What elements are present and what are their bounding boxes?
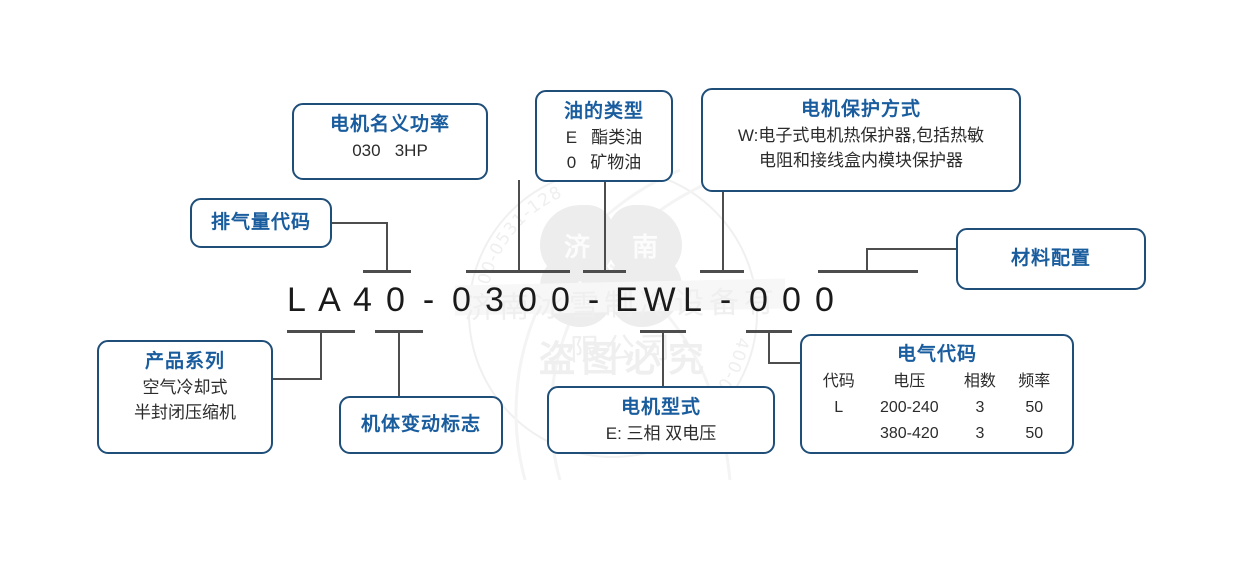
model-char: 0 [518, 281, 537, 319]
callout-electrical-code-title: 电气代码 [896, 344, 977, 365]
underline-motor-power [466, 270, 570, 273]
watermark-petal-glyph-2: 南 [632, 233, 659, 263]
leader-displacement-h [330, 222, 388, 224]
leader-motor-power-v [518, 180, 520, 272]
underline-displacement [363, 270, 411, 273]
model-char: 0 [782, 281, 801, 319]
leader-product-series-h [272, 378, 322, 380]
callout-product-series[interactable]: 产品系列 空气冷却式 半封闭压缩机 [97, 340, 273, 454]
model-char: L [683, 281, 702, 319]
col-header-frequency: 频率 [1018, 373, 1051, 390]
watermark-petal-glyph-1: 济 [564, 233, 591, 263]
callout-oil-type-line-1: E 酯类油 [565, 128, 643, 147]
leader-product-series-v [320, 330, 322, 380]
callout-body-change-mark-title: 机体变动标志 [360, 414, 481, 435]
watermark-slogan-text: 盗图必究 [538, 339, 711, 380]
model-char: - [719, 281, 732, 319]
cell-phase: 3 [975, 425, 985, 442]
underline-material [818, 270, 918, 273]
callout-product-series-line-1: 空气冷却式 [142, 378, 228, 397]
model-char: 0 [551, 281, 570, 319]
leader-body-change-v [398, 330, 400, 398]
col-header-phase: 相数 [963, 373, 996, 390]
table-row: 380-420 3 50 [812, 421, 1062, 447]
cell-voltage: 200-240 [879, 399, 939, 416]
leader-electrical-v [768, 330, 770, 364]
callout-displacement-code[interactable]: 排气量代码 [190, 198, 332, 248]
callout-product-series-title: 产品系列 [144, 351, 225, 372]
callout-displacement-code-title: 排气量代码 [210, 212, 311, 233]
model-char: 3 [485, 281, 504, 319]
model-char: - [422, 281, 435, 319]
callout-motor-type-title: 电机型式 [620, 397, 701, 418]
callout-oil-type-title: 油的类型 [563, 101, 644, 122]
callout-oil-type[interactable]: 油的类型 E 酯类油 0 矿物油 [535, 90, 673, 182]
model-char: 0 [386, 281, 405, 319]
callout-motor-protection[interactable]: 电机保护方式 W:电子式电机热保护器,包括热敏 电阻和接线盒内模块保护器 [701, 88, 1021, 192]
model-char: L [287, 281, 306, 319]
model-char: 4 [353, 281, 372, 319]
leader-material-v1 [866, 248, 868, 272]
callout-oil-type-line-2: 0 矿物油 [566, 153, 642, 172]
callout-body-change-mark[interactable]: 机体变动标志 [339, 396, 503, 454]
leader-motor-protection-v [722, 192, 724, 272]
col-header-code: 代码 [822, 373, 855, 390]
cell-phase: 3 [975, 399, 985, 416]
model-char: E [615, 281, 638, 319]
table-header-row: 代码 电压 相数 频率 [812, 369, 1062, 395]
underline-motor-protection [700, 270, 744, 273]
cell-code: L [834, 399, 844, 416]
callout-motor-power-title: 电机名义功率 [329, 114, 450, 135]
callout-motor-protection-line-1: W:电子式电机热保护器,包括热敏 [737, 126, 985, 145]
cell-code [812, 421, 865, 447]
model-char: - [587, 281, 600, 319]
leader-material-h [866, 248, 962, 250]
leader-electrical-h [768, 362, 808, 364]
cell-frequency: 50 [1025, 425, 1044, 442]
model-char: W [643, 281, 676, 319]
callout-motor-type[interactable]: 电机型式 E: 三相 双电压 [547, 386, 775, 454]
callout-material-config[interactable]: 材料配置 [956, 228, 1146, 290]
leader-motor-type-v [662, 330, 664, 388]
callout-motor-power-line-1: 030 3HP [352, 141, 428, 160]
model-char: A [318, 281, 341, 319]
callout-motor-protection-line-2: 电阻和接线盒内模块保护器 [759, 151, 963, 170]
col-header-voltage: 电压 [893, 373, 926, 390]
callout-motor-protection-title: 电机保护方式 [800, 99, 921, 120]
model-char: 0 [815, 281, 834, 319]
leader-displacement-v [386, 222, 388, 272]
cell-voltage: 380-420 [879, 425, 939, 442]
underline-oil-type [583, 270, 626, 273]
electrical-code-table: 代码 电压 相数 频率 L 200-240 3 50 380-420 3 50 [812, 369, 1062, 447]
cell-frequency: 50 [1025, 399, 1044, 416]
callout-motor-type-line-1: E: 三相 双电压 [605, 424, 717, 443]
callout-motor-power[interactable]: 电机名义功率 030 3HP [292, 103, 488, 180]
model-char: 0 [452, 281, 471, 319]
callout-product-series-line-2: 半封闭压缩机 [134, 403, 236, 422]
callout-material-config-title: 材料配置 [1010, 248, 1091, 269]
table-row: L 200-240 3 50 [812, 395, 1062, 421]
model-char: 0 [749, 281, 768, 319]
callout-electrical-code[interactable]: 电气代码 代码 电压 相数 频率 L 200-240 3 50 380-420 … [800, 334, 1074, 454]
leader-oil-type-v [604, 182, 606, 272]
